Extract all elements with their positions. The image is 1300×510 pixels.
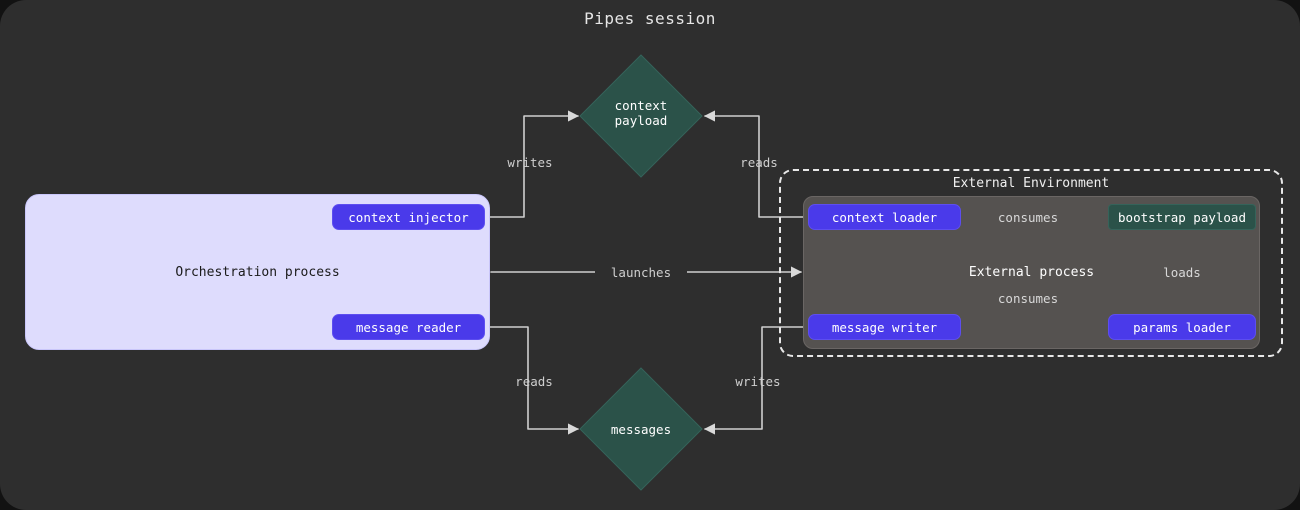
node-message-reader[interactable]: message reader: [332, 314, 485, 340]
edge-label-writes-messages: writes: [735, 374, 781, 389]
node-params-loader[interactable]: params loader: [1108, 314, 1256, 340]
external-process-label: External process: [968, 264, 1095, 280]
edge-label-consumes-context-loader: consumes: [988, 210, 1068, 225]
page-title: Pipes session: [584, 8, 716, 28]
edge-label-loads-params: loads: [1153, 265, 1211, 280]
edge-reads-context: [703, 110, 808, 218]
node-context-loader[interactable]: context loader: [808, 204, 961, 230]
edge-reads-messages: [485, 326, 580, 435]
edge-label-writes-context: writes: [507, 155, 553, 170]
edge-label-reads-context: reads: [740, 155, 778, 170]
edge-writes-context: [485, 110, 580, 218]
edge-writes-messages: [703, 326, 808, 435]
node-context-injector[interactable]: context injector: [332, 204, 485, 230]
node-message-writer[interactable]: message writer: [808, 314, 961, 340]
context-payload-diamond[interactable]: [578, 53, 704, 179]
edge-label-launches: launches: [595, 265, 687, 280]
messages-diamond[interactable]: [578, 366, 704, 492]
orchestration-process-label: Orchestration process: [175, 264, 340, 280]
external-environment-container: [779, 169, 1283, 357]
edge-label-reads-messages: reads: [515, 374, 553, 389]
node-bootstrap-payload[interactable]: bootstrap payload: [1108, 204, 1256, 230]
external-environment-label: External Environment: [952, 175, 1110, 191]
edge-label-consumes-message-writer: consumes: [988, 291, 1068, 306]
